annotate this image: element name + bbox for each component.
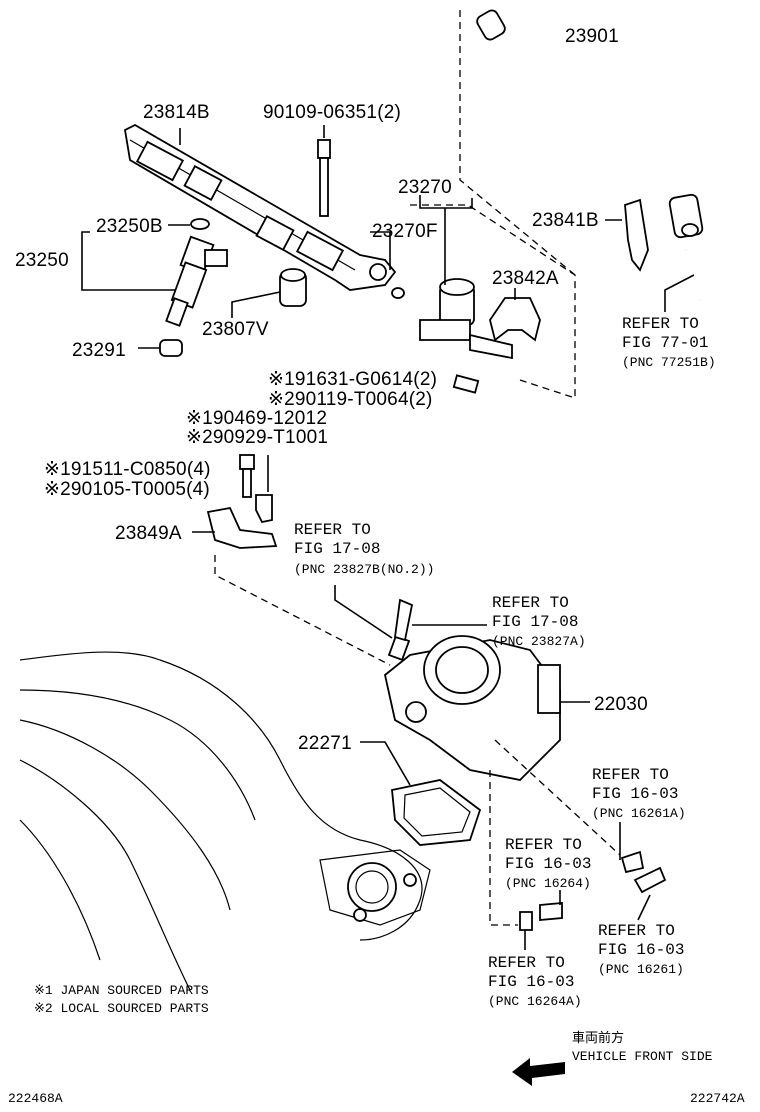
leader-lines: [81, 128, 695, 950]
drawing-code-right: 222742A: [690, 1091, 745, 1106]
bolt-90109-drawing: [317, 139, 331, 217]
label-90119: ※290119-T0064(2): [268, 389, 433, 410]
fuel-rail-drawing: [124, 123, 397, 291]
ref-fig-17-08-a: REFER TO FIG 17-08 (PNC 23827B(NO.2)): [294, 521, 434, 577]
ref-fig-16-03-c: REFER TO FIG 16-03 (PNC 16261): [598, 922, 684, 977]
clip-23841b-drawing: [624, 198, 649, 272]
ref-line-2: FIG 16-03: [598, 941, 684, 959]
label-22030: 22030: [594, 694, 648, 715]
label-23841b: 23841B: [532, 210, 599, 231]
vehicle-front-arrow-icon: [512, 1058, 565, 1086]
insulator-drawing: [159, 339, 183, 357]
fuel-hose-drawing: [476, 9, 704, 301]
gasket-23270f-drawing: [391, 287, 405, 299]
ref-line-2: FIG 16-03: [488, 973, 574, 991]
label-23901: 23901: [565, 26, 619, 47]
damper-drawing: [419, 278, 513, 360]
ref-line-2: FIG 17-08: [492, 613, 578, 631]
bolt-91631-drawing: [452, 374, 480, 394]
ref-line-1: REFER TO: [598, 922, 675, 940]
label-23807v: 23807V: [202, 319, 269, 340]
ref-line-1: REFER TO: [622, 315, 699, 333]
clip-23842a-drawing: [489, 297, 541, 342]
spacer-drawing: [279, 268, 307, 307]
vacuum-dashed-line-3: [494, 739, 621, 856]
ref-line-3: (PNC 77251B): [622, 355, 716, 370]
hose-dashed-box: [459, 10, 576, 276]
ref-fig-16-03-d: REFER TO FIG 16-03 (PNC 16264A): [488, 954, 582, 1009]
damper-dashed-box: [410, 204, 576, 399]
label-23270f: 23270F: [372, 221, 438, 242]
label-23270: 23270: [398, 177, 452, 198]
vacuum-dashed-line-2: [489, 770, 518, 926]
label-23842a: 23842A: [492, 268, 559, 289]
ref-fig-16-03-b: REFER TO FIG 16-03 (PNC 16264): [505, 836, 591, 891]
ref-fig-77-01: REFER TO FIG 77-01 (PNC 77251B): [622, 315, 716, 370]
ref-line-2: FIG 77-01: [622, 334, 708, 352]
label-23250: 23250: [15, 250, 69, 271]
label-91511: ※191511-C0850(4): [44, 459, 211, 480]
intake-manifold-drawing: [19, 651, 431, 991]
small-hoses-drawing: [519, 850, 667, 931]
ref-line-3: (PNC 23827B(NO.2)): [294, 562, 434, 577]
label-90469: ※190469-12012: [186, 408, 327, 429]
label-90109: 90109-06351(2): [263, 102, 401, 123]
ref-fig-16-03-a: REFER TO FIG 16-03 (PNC 16261A): [592, 766, 686, 821]
throttle-body-drawing: [383, 598, 561, 781]
label-90105: ※290105-T0005(4): [44, 479, 210, 500]
ref-line-1: REFER TO: [505, 836, 582, 854]
label-90929: ※290929-T1001: [186, 427, 328, 448]
label-91631: ※191631-G0614(2): [268, 369, 437, 390]
label-23291: 23291: [72, 340, 126, 361]
ref-line-1: REFER TO: [294, 521, 371, 539]
label-23250b: 23250B: [96, 216, 163, 237]
gasket-22271-drawing: [391, 779, 482, 846]
note-japan-sourced: ※1 JAPAN SOURCED PARTS: [34, 983, 209, 998]
ref-line-2: FIG 16-03: [592, 785, 678, 803]
ref-fig-17-08-b: REFER TO FIG 17-08 (PNC 23827A): [492, 594, 586, 649]
direction-jp: 車両前方: [572, 1030, 624, 1046]
ref-line-1: REFER TO: [592, 766, 669, 784]
o-ring-drawing: [190, 218, 210, 230]
drawing-code-left: 222468A: [8, 1091, 63, 1106]
ref-line-1: REFER TO: [488, 954, 565, 972]
injector-drawing: [165, 235, 228, 327]
ref-line-3: (PNC 23827A): [492, 634, 586, 649]
label-23849a: 23849A: [115, 523, 182, 544]
ref-line-3: (PNC 16264): [505, 876, 591, 891]
ref-line-3: (PNC 16261A): [592, 806, 686, 821]
vacuum-dashed-line: [214, 555, 391, 666]
ref-line-3: (PNC 16261): [598, 962, 684, 977]
ref-line-2: FIG 16-03: [505, 855, 591, 873]
bracket-drawing: [206, 454, 278, 549]
label-23814b: 23814B: [143, 102, 210, 123]
label-22271: 22271: [298, 733, 352, 754]
direction-en: VEHICLE FRONT SIDE: [572, 1049, 713, 1064]
ref-line-2: FIG 17-08: [294, 540, 380, 558]
ref-line-3: (PNC 16264A): [488, 994, 582, 1009]
ref-line-1: REFER TO: [492, 594, 569, 612]
note-local-sourced: ※2 LOCAL SOURCED PARTS: [34, 1001, 209, 1016]
